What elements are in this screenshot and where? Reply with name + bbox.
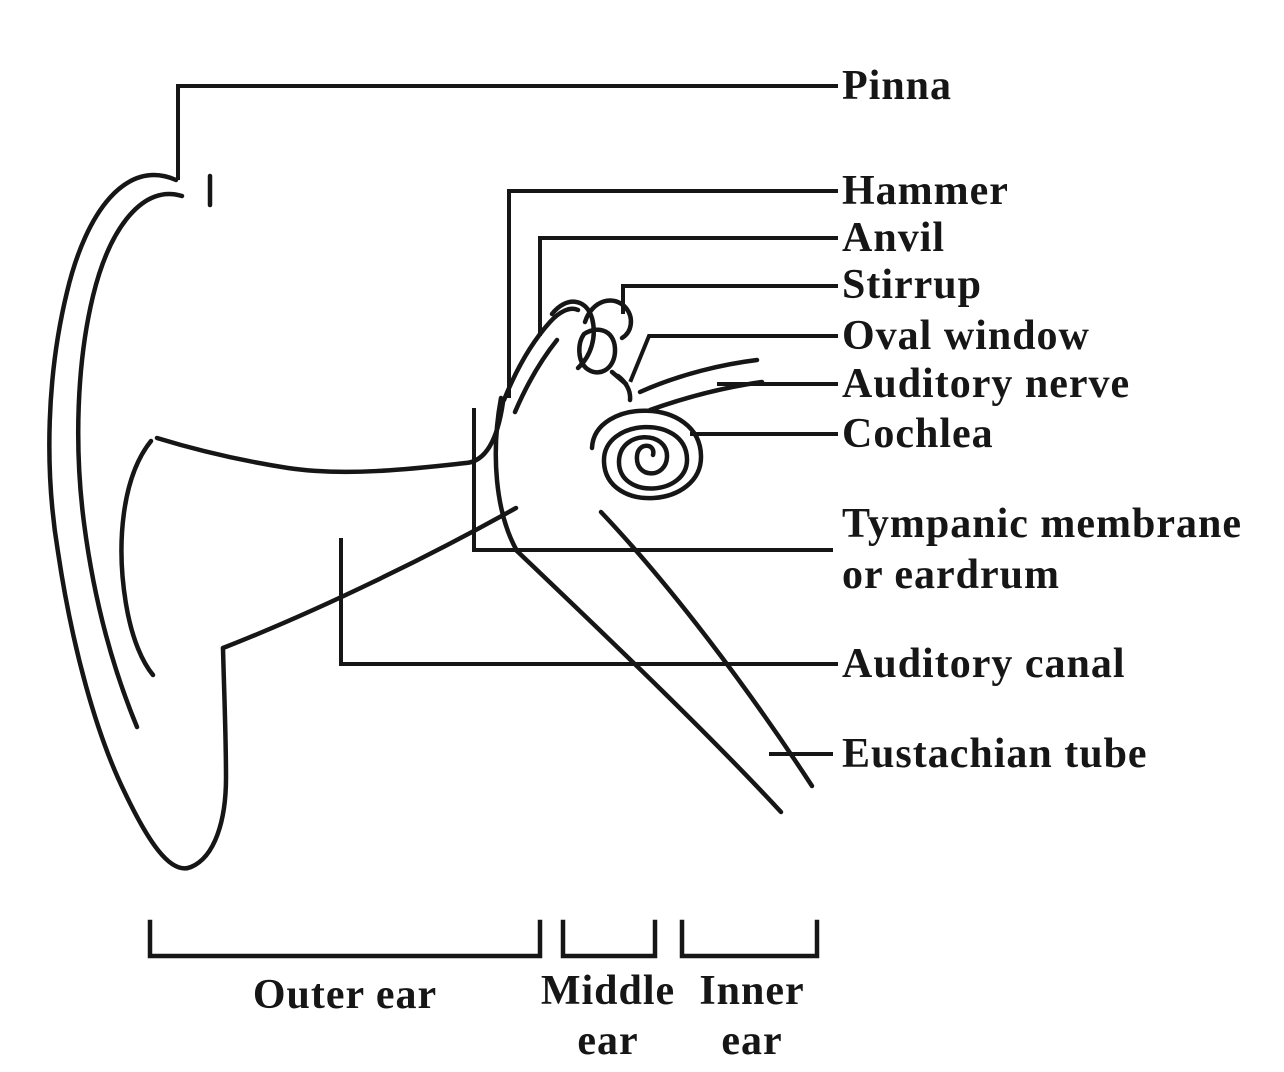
leader-line-oval-window — [628, 334, 838, 383]
inner-ear-drawing — [514, 357, 815, 815]
middle-ear-drawing — [493, 298, 634, 554]
label-anvil: Anvil — [842, 215, 945, 261]
eardrum-curve — [493, 395, 520, 554]
label-middle-ear-line1: Middle — [541, 968, 675, 1014]
bracket-middle-ear — [560, 919, 658, 959]
label-auditory-canal: Auditory canal — [842, 641, 1126, 687]
leader-line-auditory-canal — [339, 538, 838, 666]
upper-ossicle-loop — [582, 298, 634, 341]
outer-ear-drawing — [47, 172, 519, 871]
label-hammer: Hammer — [842, 168, 1009, 214]
label-eustachian-tube: Eustachian tube — [842, 731, 1148, 777]
region-brackets — [147, 919, 820, 959]
auditory-nerve-strand-1 — [637, 357, 760, 395]
stapes-loop — [577, 327, 618, 375]
leader-line-stirrup — [621, 284, 838, 314]
part-labels: Pinna Hammer Anvil Stirrup Oval window A… — [842, 63, 1242, 777]
label-inner-ear-line2: ear — [721, 1018, 782, 1064]
bracket-inner-ear — [679, 919, 820, 959]
region-labels: Outer ear Middle ear Inner ear — [253, 968, 804, 1064]
label-cochlea: Cochlea — [842, 411, 994, 457]
leader-line-hammer — [507, 189, 838, 398]
leader-line-pinna — [176, 84, 838, 180]
ear-canal-upper-line — [154, 399, 506, 475]
label-tympanic-membrane-line2: or eardrum — [842, 552, 1060, 598]
label-tympanic-membrane-line1: Tympanic membrane — [842, 501, 1242, 547]
oval-window-mark — [615, 373, 633, 403]
label-pinna: Pinna — [842, 63, 952, 109]
label-middle-ear-line2: ear — [577, 1018, 638, 1064]
incus-curve — [549, 299, 596, 371]
eustachian-tube-line-2 — [598, 509, 815, 789]
label-stirrup: Stirrup — [842, 262, 982, 308]
leader-line-anvil — [538, 236, 838, 336]
eustachian-tube-line-1 — [514, 548, 784, 815]
malleus-line-2 — [512, 337, 560, 415]
auditory-nerve-strand-2 — [647, 379, 765, 413]
label-outer-ear: Outer ear — [253, 972, 437, 1018]
pinna-outer-outline — [47, 172, 229, 871]
malleus-line-1 — [501, 306, 581, 403]
bracket-outer-ear — [147, 919, 543, 959]
leader-line-tympanic-membrane — [472, 408, 833, 552]
label-inner-ear-line1: Inner — [699, 968, 804, 1014]
ear-canal-lower-line — [220, 505, 519, 651]
antihelix-curve — [119, 438, 156, 678]
leader-lines — [176, 84, 838, 756]
pinna-inner-outline — [75, 191, 185, 730]
label-auditory-nerve: Auditory nerve — [842, 361, 1130, 407]
cochlea-spiral — [589, 408, 704, 501]
label-oval-window: Oval window — [842, 313, 1090, 359]
